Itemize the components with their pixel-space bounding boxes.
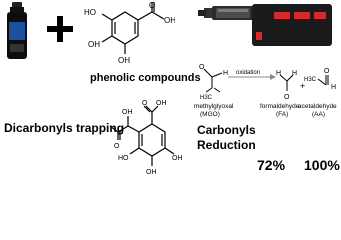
plus-sign: +	[300, 81, 305, 91]
adduct-atom-ho: HO	[118, 155, 129, 162]
atom-oh-label: OH	[118, 56, 130, 65]
aa-atom-h: H	[331, 84, 336, 91]
adduct-atom-oh: OH	[156, 100, 167, 107]
carbonyls-label: Carbonyls	[197, 123, 256, 137]
oxidation-reaction-scheme: oxidation O H H3C H H O H3C O H + methyl…	[194, 64, 337, 118]
fa-atom-o: O	[284, 94, 290, 101]
atom-oh-label: OH	[164, 16, 175, 25]
dicarbonyls-trapping-label: Dicarbonyls trapping	[4, 121, 125, 135]
atom-o-label: O	[149, 1, 155, 10]
ecigarette-device-icon	[198, 4, 332, 46]
mgo-abbr: (MGO)	[200, 111, 220, 118]
atom-oh-label: OH	[88, 40, 100, 49]
adduct-atom-o: O	[142, 100, 148, 107]
reduction-label: Reduction	[197, 138, 256, 152]
gallic-acid-structure: O OH HO OH OH	[84, 1, 175, 65]
mgo-atom-ch3: H3C	[200, 95, 213, 101]
mgo-name: methylglyoxal	[194, 103, 234, 110]
mgo-atom-h: H	[223, 70, 228, 77]
mgo-atom-o: O	[199, 64, 205, 71]
formaldehyde-reduction-percent: 72%	[257, 157, 286, 173]
fa-abbr: (FA)	[276, 111, 288, 118]
adduct-atom-oh: OH	[146, 169, 157, 176]
aa-abbr: (AA)	[312, 111, 325, 118]
phenolic-compounds-label: phenolic compounds	[90, 72, 201, 84]
fa-atom-h: H	[276, 70, 281, 77]
aa-atom-ch3: H3C	[304, 77, 317, 83]
acetaldehyde-reduction-percent: 100%	[304, 157, 340, 173]
fa-atom-h: H	[292, 70, 297, 77]
plus-icon	[47, 16, 73, 42]
aa-atom-o: O	[324, 68, 330, 75]
adduct-atom-o: O	[114, 143, 120, 150]
adduct-atom-oh: OH	[122, 109, 133, 116]
adduct-atom-oh: OH	[172, 155, 183, 162]
atom-ho-label: HO	[84, 8, 96, 17]
oxidation-label: oxidation	[236, 70, 260, 76]
aa-name: acetaldehyde	[298, 103, 337, 110]
fa-name: formaldehyde	[260, 103, 300, 110]
adduct-structure: O OH OH O OH OH HO	[109, 100, 183, 176]
eliquid-bottle-icon	[7, 2, 27, 59]
